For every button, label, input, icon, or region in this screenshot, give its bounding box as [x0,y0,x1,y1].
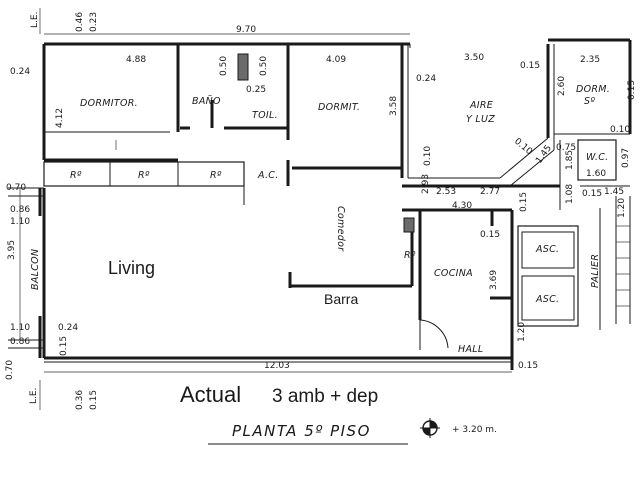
walls [8,38,632,370]
dim-hall-b: 2.77 [480,187,500,197]
dimension-texts: 9.70 L.E. 0.46 0.23 0.24 4.88 4.12 0.50 … [5,12,637,410]
dim-diag-c: 0.75 [556,143,576,153]
storage-r1: Rº [70,170,82,181]
room-comedor: Comedor [335,206,346,252]
room-aire-2: Y LUZ [466,114,495,125]
dimension-lines [19,8,512,410]
title-planta: PLANTA 5º PISO [232,422,371,440]
dim-bano-b: 0.50 [259,56,269,76]
wc-room [577,139,617,181]
dim-left-024-bot: 0.24 [58,323,78,333]
dim-le-bottom-b: 0.15 [89,390,99,410]
dim-hall-d: 0.15 [519,192,529,212]
dim-left-086-bot: 0.86 [10,337,30,347]
dim-dorm-s-right: 0.15 [627,80,637,100]
room-dorm-s-1: DORM. [576,84,610,95]
dim-top-total: 9.70 [236,25,256,35]
title-block: Actual 3 amb + dep PLANTA 5º PISO + 3.20… [180,382,497,445]
title-actual: Actual [180,382,241,407]
room-cocina: COCINA [434,268,473,279]
dim-bottom-total: 12.03 [264,361,290,371]
dim-wc-r: 0.97 [621,148,631,168]
dim-left-070-bot: 0.70 [5,360,15,380]
storage-r4: Rº [404,250,416,261]
dim-left-110-top: 1.10 [10,217,30,227]
storage-row [43,161,245,187]
room-asc-2: ASC. [535,294,559,305]
room-aire-1: AIRE [469,100,493,111]
dim-cocina-h: 3.69 [489,270,499,290]
dim-left-086-top: 0.86 [10,205,30,215]
dim-dorm-s-bottom: 0.10 [610,125,630,135]
room-toil: TOIL. [252,110,278,121]
room-bano: BAÑO [192,96,221,107]
room-hall: HALL [458,344,483,355]
dim-stairs-b: 1.45 [604,187,624,197]
dim-hall-e: 1.08 [565,184,575,204]
room-dormit: DORMIT. [318,102,360,113]
room-wc: W.C. [586,152,609,163]
label-barra: Barra [324,291,358,307]
room-dorm-s-2: Sº [584,96,595,107]
label-ac: A.C. [257,170,279,181]
dim-stairs-a: 0.15 [582,189,602,199]
dim-balcon-h: 3.95 [7,240,17,260]
room-palier: PALIER [590,254,601,288]
dim-hall-a: 2.53 [436,187,456,197]
dim-dormitor-h: 4.12 [55,108,65,128]
room-asc-1: ASC. [535,244,559,255]
dim-hall-015: 0.15 [518,361,538,371]
dim-right-120: 1.20 [617,198,627,218]
level-value: + 3.20 m. [452,425,497,435]
storage-r2: Rº [138,170,150,181]
dim-hall-c: 2.93 [421,174,431,194]
room-dormitor: DORMITOR. [80,98,138,109]
dim-aire-left: 0.24 [416,74,436,84]
room-balcon: BALCON [30,249,41,290]
dim-dorm-s-h: 2.60 [557,76,567,96]
room-living: Living [108,258,155,278]
dim-bano-a: 0.50 [219,56,229,76]
dim-hall-w: 4.30 [452,201,472,211]
dim-dormitor-w: 4.88 [126,55,146,65]
dim-le-bottom-a: 0.36 [75,390,85,410]
dim-dormit-h: 3.58 [389,96,399,116]
dim-left-070-top: 0.70 [6,183,26,193]
dim-aire-w: 3.50 [464,53,484,63]
dim-diag-a: 0.10 [512,137,534,158]
dim-dorm-s-top: 0.15 [520,61,540,71]
dim-bano-c: 0.25 [246,85,266,95]
storage-r3: Rº [210,170,222,181]
le-top-label: L.E. [30,12,40,28]
room-labels: DORMITOR. BAÑO TOIL. DORMIT. AIRE Y LUZ … [30,84,610,355]
title-ambientes: 3 amb + dep [272,386,378,407]
dim-dorm-s-w: 2.35 [580,55,600,65]
dim-left-015-bot: 0.15 [59,336,69,356]
dim-dormit-w: 4.09 [326,55,346,65]
dim-wc-h: 1.85 [565,150,575,170]
dim-le-top-b: 0.23 [89,12,99,32]
dim-wc-w: 1.60 [586,169,606,179]
dim-le-left-top: 0.24 [10,67,30,77]
dim-aire-small: 0.10 [423,146,433,166]
level-marker-icon [420,418,440,438]
dim-hall-120: 1.20 [517,322,527,342]
le-bottom-label: L.E. [29,388,39,404]
dim-asc-top: 0.15 [480,230,500,240]
dim-le-top-a: 0.46 [75,12,85,32]
dim-left-110-bot: 1.10 [10,323,30,333]
